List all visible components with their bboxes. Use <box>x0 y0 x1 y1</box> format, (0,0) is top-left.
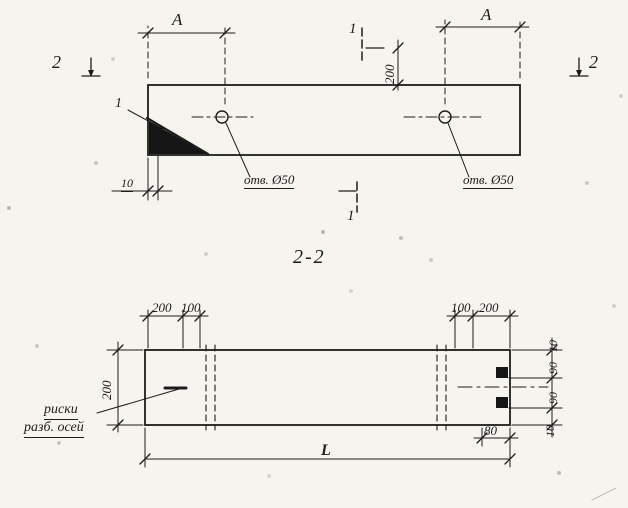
scan-speckles <box>0 0 2 2</box>
cut-1-top-label: 1 <box>349 21 357 37</box>
dim-a-left-label: А <box>172 10 183 29</box>
dim-200-vertical-label: 200 <box>382 64 397 85</box>
dim-top-left-200: 200 <box>152 300 172 315</box>
notch-top <box>496 367 508 378</box>
dim-right-10-bottom: 10 <box>543 425 557 437</box>
dim-right-10-top: 10 <box>546 340 560 352</box>
dim-top-left-100: 100 <box>181 300 201 315</box>
panel-outline <box>144 349 511 426</box>
dim-left-200-label: 200 <box>99 380 114 401</box>
dim-top-right-100: 100 <box>451 300 471 315</box>
notch-bottom <box>496 397 508 408</box>
cut-2-left-label: 2 <box>52 52 61 72</box>
cut-2-right-label: 2 <box>589 52 598 72</box>
dim-length-label: L <box>321 442 331 459</box>
axis-note-line1: риски <box>44 403 78 420</box>
hole-right-callout: отв. Ø50 <box>463 172 514 189</box>
section-2-2-view <box>96 309 563 468</box>
dim-top-right-200: 200 <box>479 300 499 315</box>
dim-right-90-lower: 90 <box>546 392 560 404</box>
axis-note-line2: разб. осей <box>24 421 84 438</box>
dim-10-label: 10 <box>121 176 133 192</box>
dim-a-right-label: А <box>481 5 492 24</box>
cut-1-bottom-label: 1 <box>347 208 355 224</box>
dim-right-90-upper: 90 <box>546 362 560 374</box>
section-title: 2-2 <box>293 246 326 268</box>
dim-80-label: 80 <box>484 423 497 438</box>
hole-left-callout: отв. Ø50 <box>244 172 295 189</box>
cut-2-right-arrow <box>569 57 589 77</box>
beam-outline <box>147 84 521 156</box>
detail-ref-label: 1 <box>115 96 122 111</box>
cut-2-left-arrow <box>81 57 101 77</box>
beam-elevation-view <box>81 19 589 213</box>
